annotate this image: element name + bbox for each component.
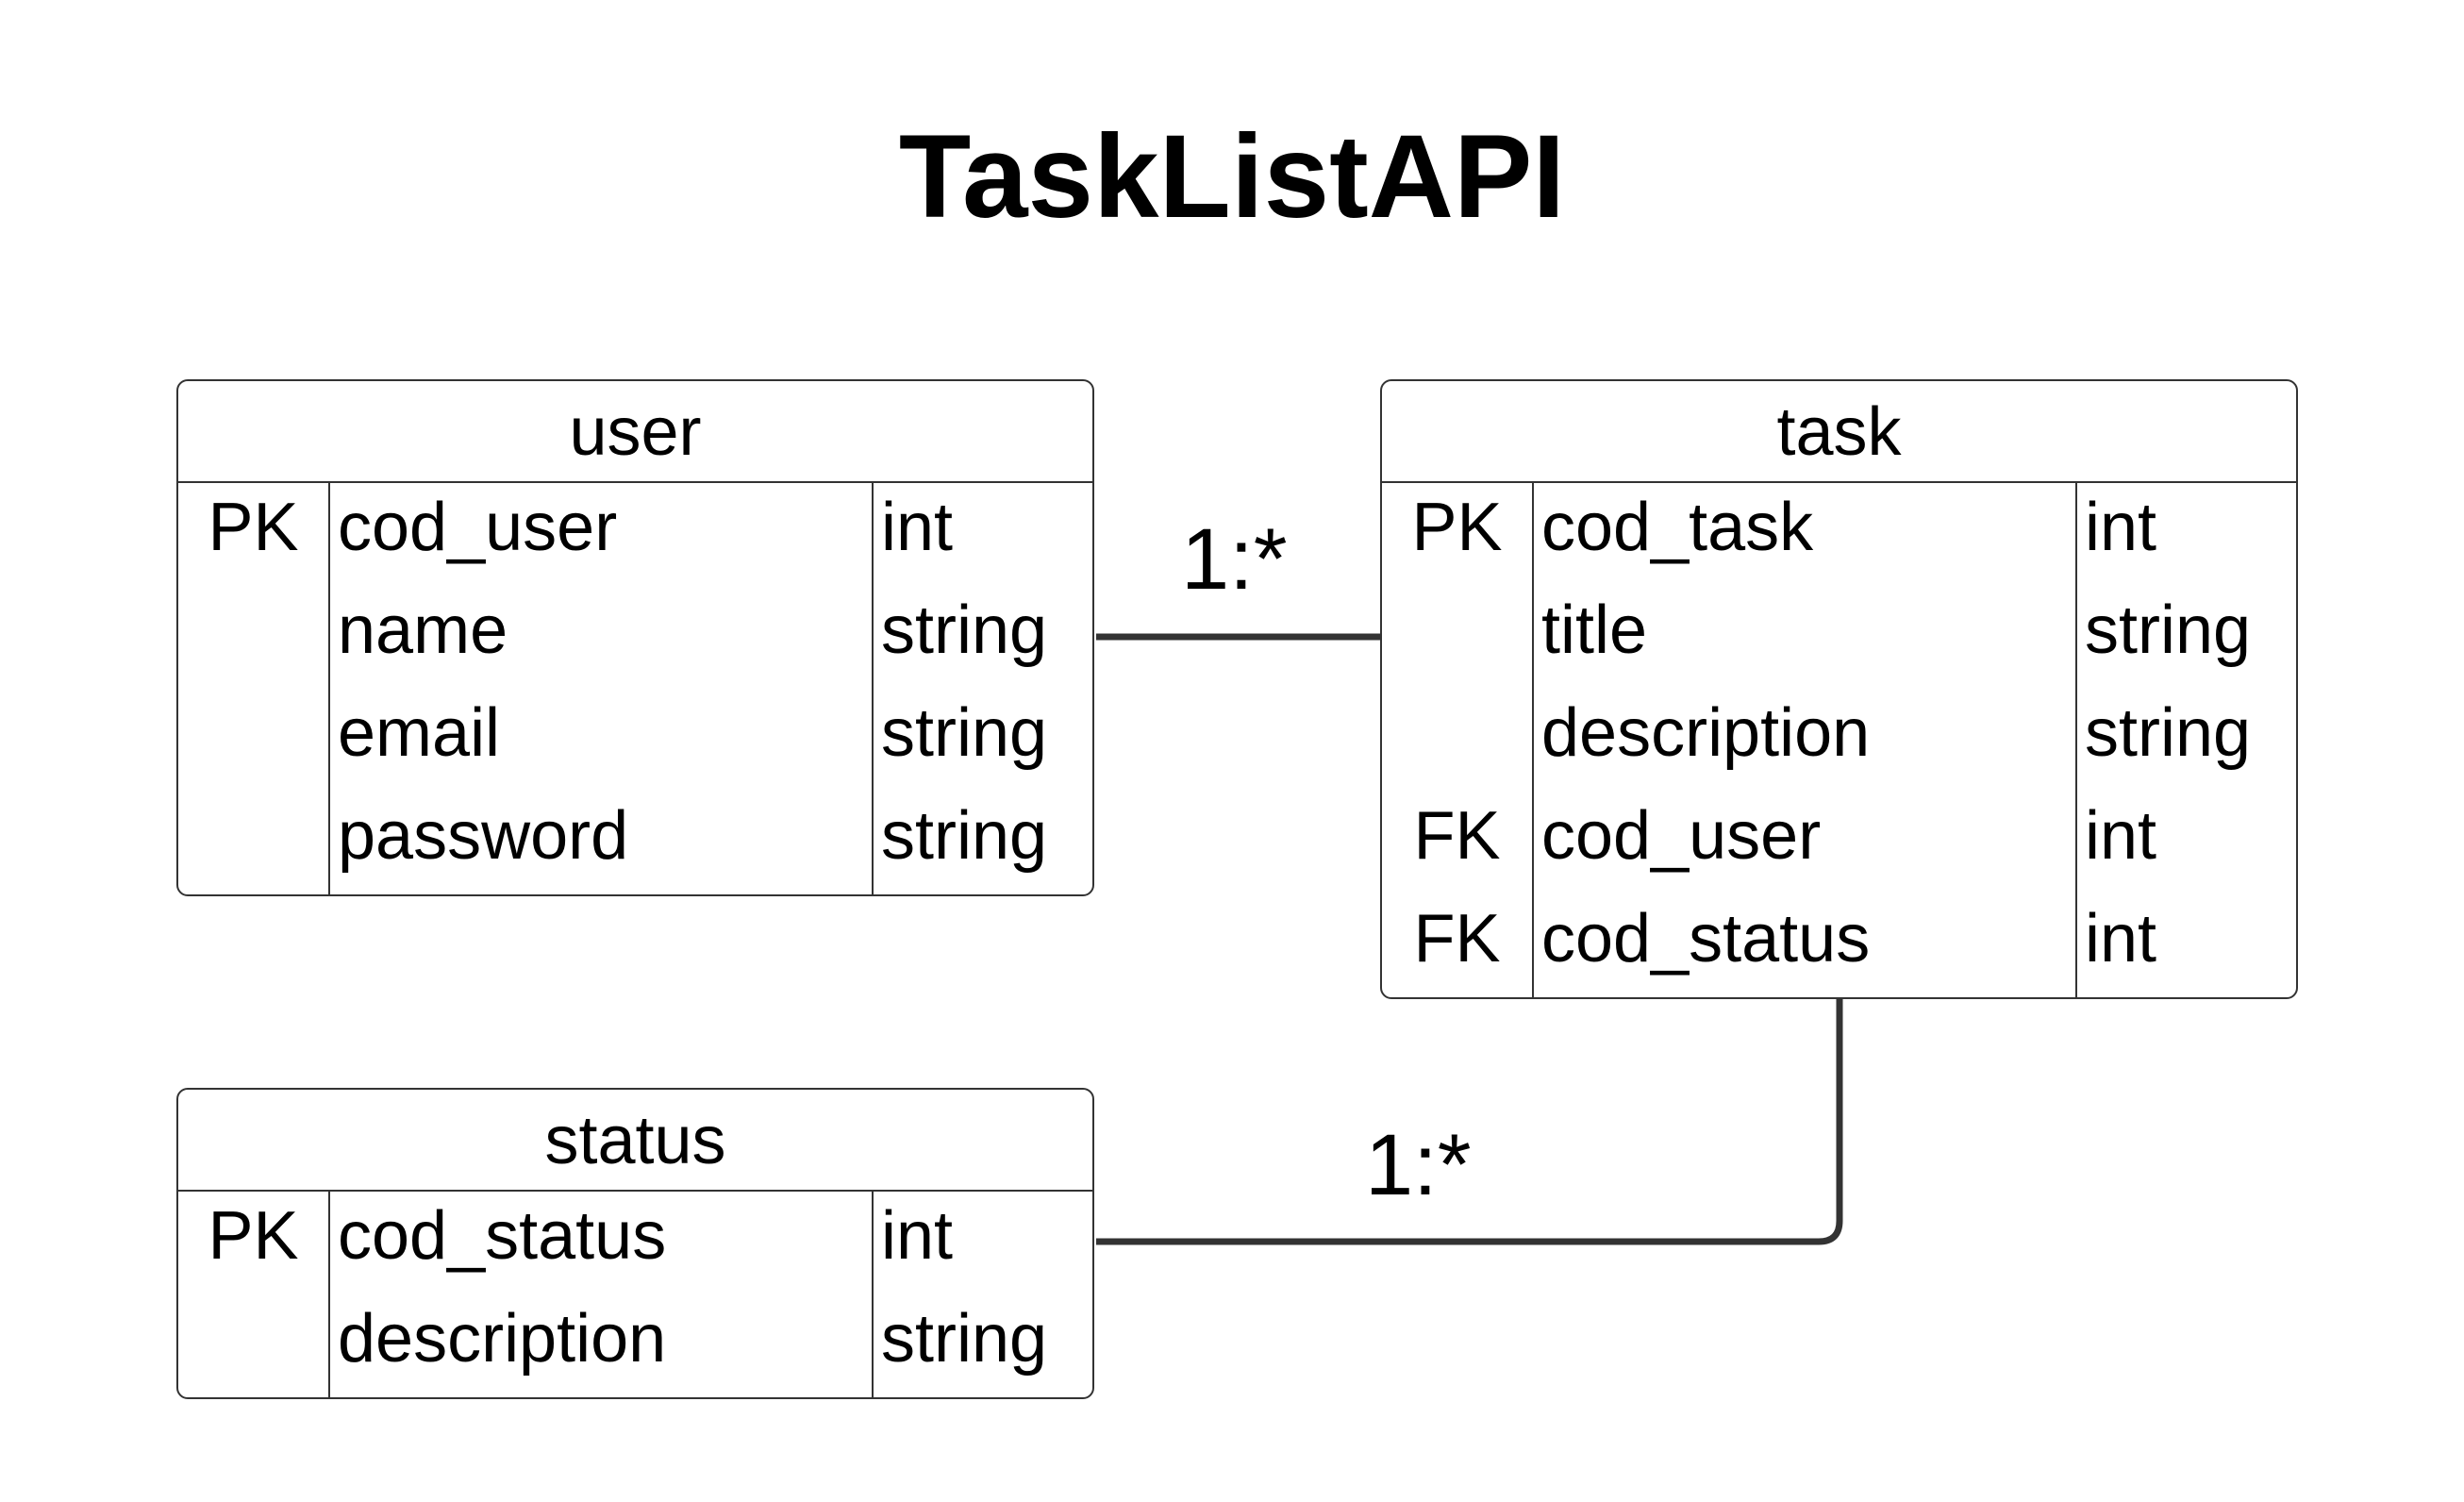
entity-task-header: task [1382,381,2296,483]
relation-label-status-task: 1:* [1365,1117,1472,1213]
field-type: int [881,1198,954,1274]
field-key [1382,689,1532,792]
field-type: int [881,490,954,565]
field-type: int [2085,798,2157,874]
entity-status-header: status [178,1090,1092,1192]
field-name: cod_status [1541,901,1871,976]
field-name: password [338,798,629,874]
field-name: description [338,1301,667,1377]
field-key [178,1294,328,1397]
field-name: cod_task [1541,490,1814,565]
field-key: PK [1411,490,1503,565]
entity-user[interactable]: user PK cod_user name email password int… [176,379,1094,896]
field-key [178,586,328,689]
field-key [1382,586,1532,689]
field-name: cod_user [1541,798,1822,874]
field-key [178,792,328,894]
field-type: string [2085,695,2252,771]
entity-user-header: user [178,381,1092,483]
field-key: PK [208,1198,299,1274]
field-type: string [2085,592,2252,668]
field-name: title [1541,592,1648,668]
field-key: FK [1413,901,1501,976]
field-name: email [338,695,501,771]
field-key: FK [1413,798,1501,874]
field-key: PK [208,490,299,565]
entity-task[interactable]: task PK FK FK cod_task title description… [1380,379,2298,999]
entity-status[interactable]: status PK cod_status description int str… [176,1088,1094,1399]
field-type: string [881,1301,1048,1377]
field-type: int [2085,490,2157,565]
field-name: cod_status [338,1198,667,1274]
field-type: string [881,592,1048,668]
field-type: string [881,798,1048,874]
field-name: name [338,592,508,668]
relation-label-user-task: 1:* [1181,511,1288,608]
field-name: description [1541,695,1871,771]
field-name: cod_user [338,490,618,565]
field-type: int [2085,901,2157,976]
field-key [178,689,328,792]
field-type: string [881,695,1048,771]
diagram-title: TaskListAPI [898,111,1566,242]
